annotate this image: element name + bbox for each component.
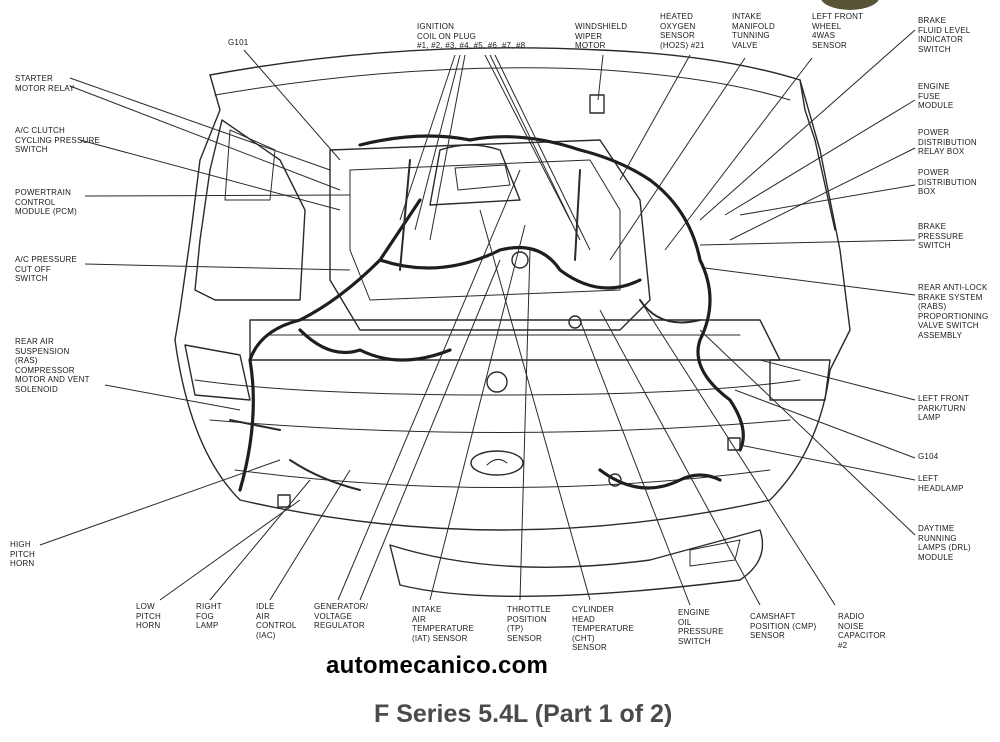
- label-starter-motor-relay: STARTER MOTOR RELAY: [15, 74, 75, 93]
- label-ac-pressure-cutoff: A/C PRESSURE CUT OFF SWITCH: [15, 255, 77, 283]
- label-brake-fluid-switch: BRAKE FLUID LEVEL INDICATOR SWITCH: [918, 16, 971, 54]
- label-g101: G101: [228, 38, 249, 47]
- label-iac: IDLE AIR CONTROL (IAC): [256, 602, 297, 640]
- label-cmp-sensor: CAMSHAFT POSITION (CMP) SENSOR: [750, 612, 817, 640]
- label-tp-sensor: THROTTLE POSITION (TP) SENSOR: [507, 605, 551, 643]
- label-pdb-relay-box: POWER DISTRIBUTION RELAY BOX: [918, 128, 977, 156]
- label-drl-module: DAYTIME RUNNING LAMPS (DRL) MODULE: [918, 524, 971, 562]
- label-left-front-wheel-sensor: LEFT FRONT WHEEL 4WAS SENSOR: [812, 12, 864, 50]
- front-bumper: [174, 339, 831, 531]
- label-rabs-valve: REAR ANTI-LOCK BRAKE SYSTEM (RABS) PROPO…: [918, 283, 989, 340]
- label-generator: GENERATOR/ VOLTAGE REGULATOR: [314, 602, 369, 630]
- label-oil-pressure-switch: ENGINE OIL PRESSURE SWITCH: [678, 608, 724, 646]
- label-engine-fuse-module: ENGINE FUSE MODULE: [918, 82, 954, 110]
- watermark: automecanico.com: [326, 652, 549, 679]
- label-g104: G104: [918, 452, 939, 461]
- label-windshield-wiper-motor: WINDSHIELD WIPER MOTOR: [575, 22, 628, 50]
- hood-outline: [209, 47, 851, 371]
- label-ac-clutch-switch: A/C CLUTCH CYCLING PRESSURE SWITCH: [15, 126, 100, 154]
- label-left-headlamp: LEFT HEADLAMP: [918, 474, 964, 493]
- engine-block: [329, 139, 651, 331]
- label-pdb-box: POWER DISTRIBUTION BOX: [918, 168, 977, 196]
- harness-top: [358, 134, 652, 182]
- lower-valance: [389, 529, 764, 598]
- label-cht-sensor: CYLINDER HEAD TEMPERATURE (CHT) SENSOR: [572, 605, 635, 652]
- label-ignition-coil: IGNITION COIL ON PLUG #1, #2, #3, #4, #5…: [417, 22, 526, 50]
- diagram-title: F Series 5.4L (Part 1 of 2): [374, 700, 673, 728]
- harness-left: [238, 198, 422, 492]
- corner-mark: [820, 0, 880, 10]
- harness-right: [648, 178, 745, 452]
- label-left-front-park-lamp: LEFT FRONT PARK/TURN LAMP: [918, 394, 970, 422]
- label-iat-sensor: INTAKE AIR TEMPERATURE (IAT) SENSOR: [412, 605, 475, 643]
- left-fender: [174, 74, 221, 341]
- label-intake-manifold-valve: INTAKE MANIFOLD TUNNING VALVE: [732, 12, 775, 50]
- label-brake-pressure-switch: BRAKE PRESSURE SWITCH: [918, 222, 964, 250]
- label-right-fog-lamp: RIGHT FOG LAMP: [196, 602, 222, 630]
- label-radio-capacitor: RADIO NOISE CAPACITOR #2: [838, 612, 886, 650]
- label-heated-oxygen-sensor: HEATED OXYGEN SENSOR (HO2S) #21: [660, 12, 705, 50]
- label-ras-compressor: REAR AIR SUSPENSION (RAS) COMPRESSOR MOT…: [15, 337, 90, 394]
- label-high-pitch-horn: HIGH PITCH HORN: [10, 540, 35, 568]
- label-low-pitch-horn: LOW PITCH HORN: [136, 602, 161, 630]
- ford-emblem: [470, 450, 524, 476]
- right-fender: [799, 79, 836, 231]
- label-pcm: POWERTRAIN CONTROL MODULE (PCM): [15, 188, 77, 216]
